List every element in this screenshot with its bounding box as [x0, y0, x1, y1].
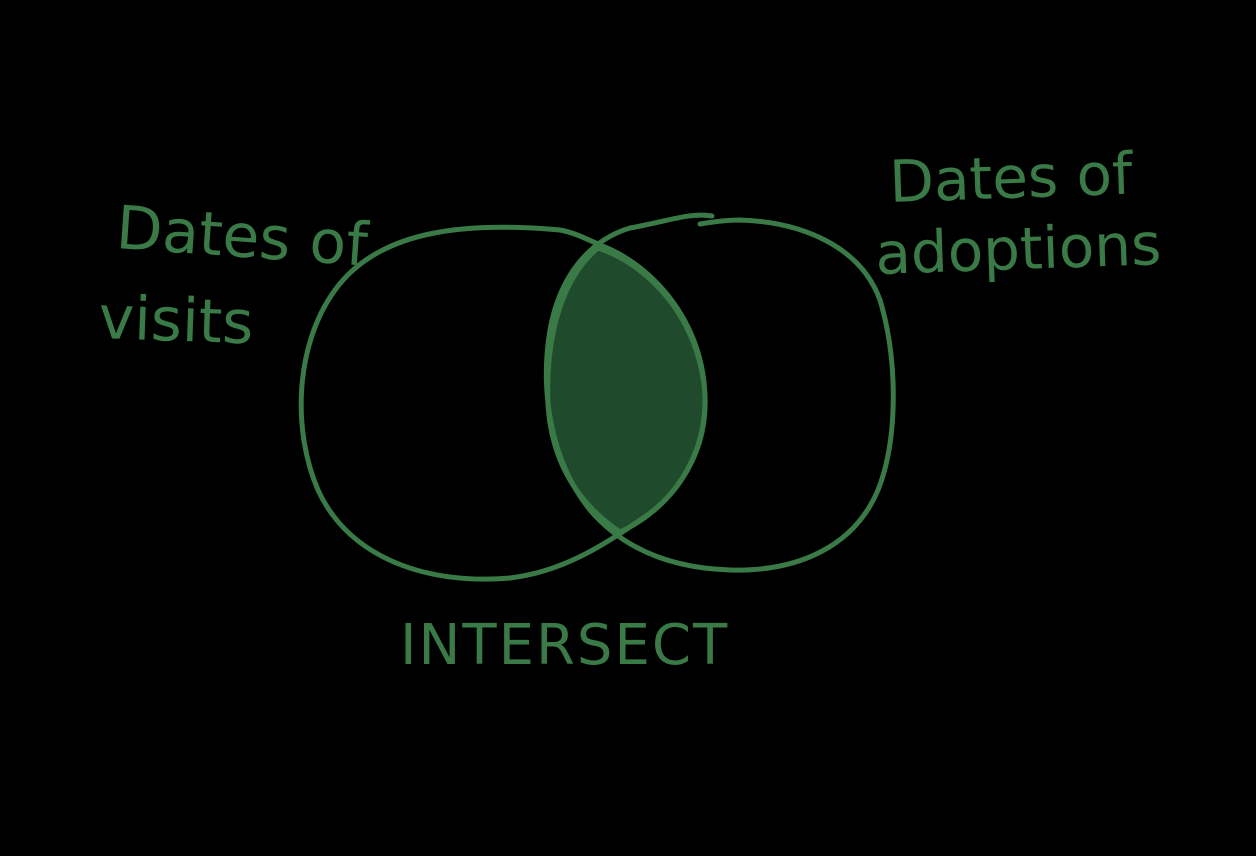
right-set-label-line-1: Dates of: [888, 139, 1135, 216]
intersection-label: INTERSECT: [400, 613, 729, 678]
left-set-label-line-2: visits: [97, 283, 254, 358]
right-set-label-line-2: adoptions: [874, 210, 1162, 288]
right-set-circle: [543, 212, 896, 573]
left-set-circle: [298, 224, 708, 582]
